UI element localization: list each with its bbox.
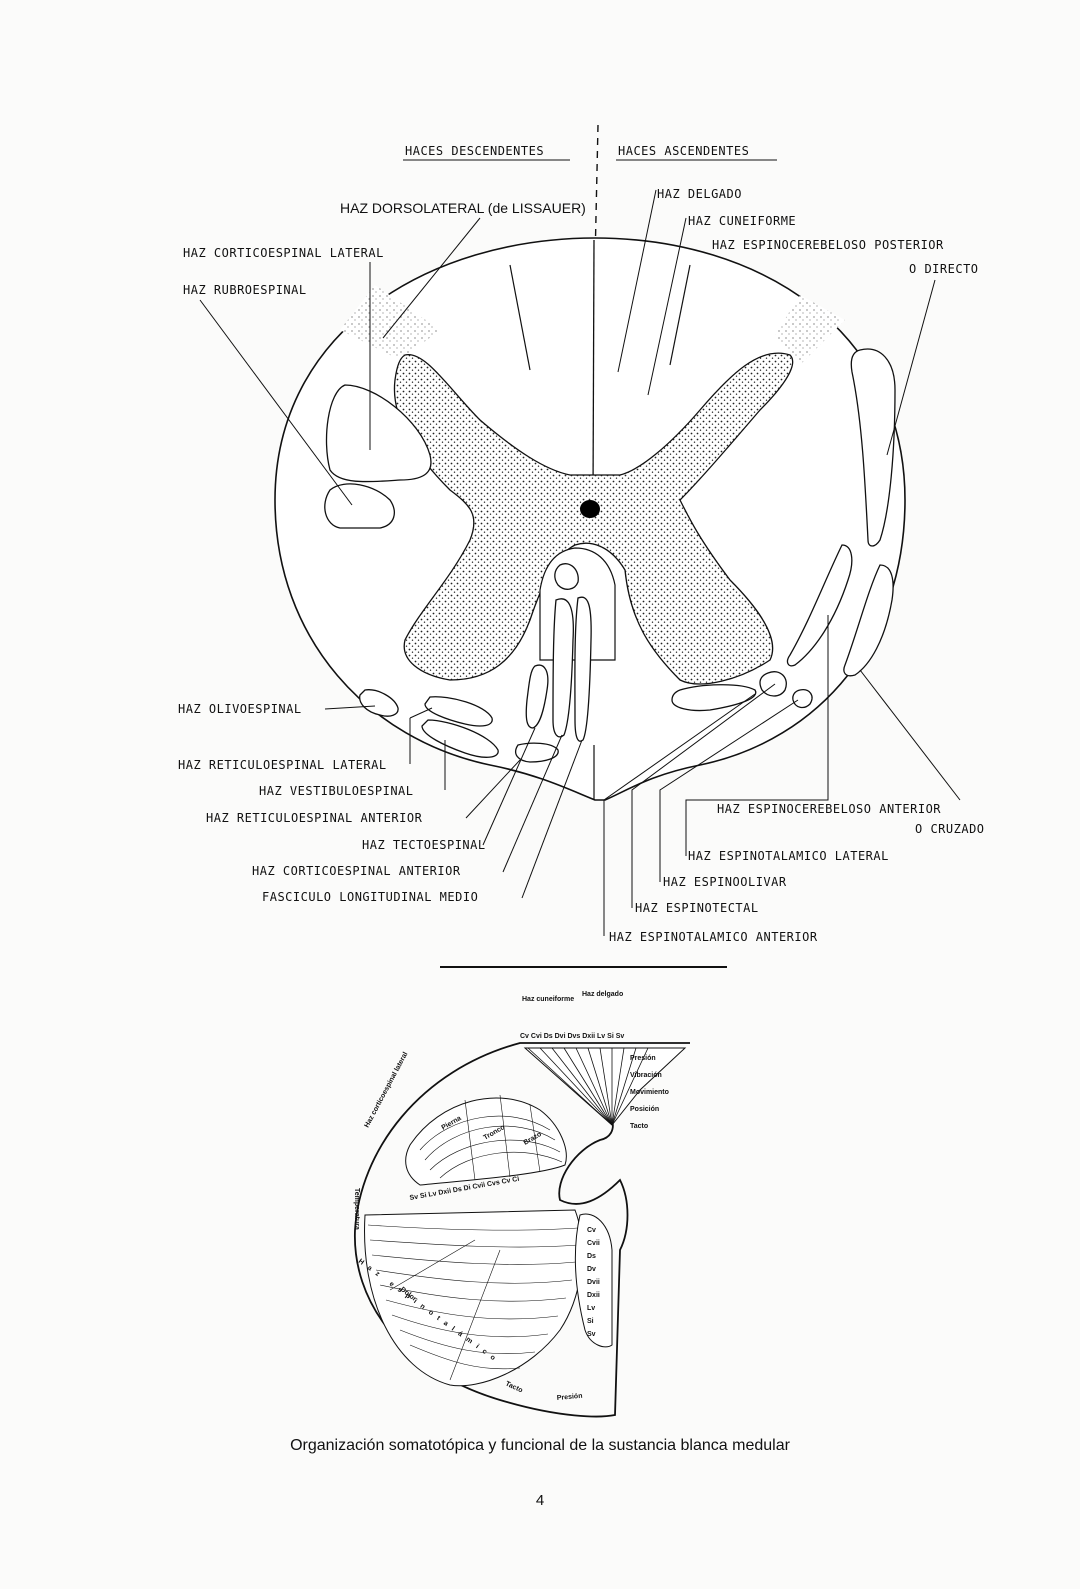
label-corticoespinal-lateral: HAZ CORTICOESPINAL LATERAL (183, 246, 384, 260)
tract-olivoespinal (359, 689, 399, 717)
lower-haz-delgado: Haz delgado (582, 991, 623, 998)
label-olivoespinal: HAZ OLIVOESPINAL (178, 702, 302, 716)
tract-vestibuloespinal (421, 719, 499, 758)
label-espinotalamico-anterior: HAZ ESPINOTALAMICO ANTERIOR (609, 930, 818, 944)
tract-espinotectal (792, 689, 813, 709)
lissauer-right (775, 295, 845, 365)
anterior-seg-0: Cv (587, 1227, 596, 1234)
modality-presion: Presión (630, 1055, 656, 1062)
lower-presion: Presión (557, 1393, 583, 1402)
label-espinocerebeloso-anterior-2: O CRUZADO (915, 822, 985, 836)
tract-corticoespinal-lateral (325, 384, 432, 483)
anterior-seg-2: Ds (587, 1253, 596, 1260)
lower-temperatura: Temperatura (353, 1188, 360, 1230)
anterior-seg-8: Sv (587, 1331, 596, 1338)
tract-espinocerebeloso-posterior (850, 348, 896, 547)
anterior-seg-1: Cvii (587, 1240, 600, 1247)
tract-longitudinal-medio (574, 596, 592, 742)
figure-caption: Organización somatotópica y funcional de… (290, 1437, 790, 1454)
tract-espinocerebeloso-anterior (843, 564, 894, 677)
label-reticuloespinal-lateral: HAZ RETICULOESPINAL LATERAL (178, 758, 387, 772)
label-espinocerebeloso-posterior-2: O DIRECTO (909, 262, 979, 276)
modality-movimiento: Movimiento (630, 1089, 669, 1096)
header-ascendentes: HACES ASCENDENTES (618, 144, 749, 158)
lower-segments-top: Cv Cvi Ds Dvi Dvs Dxii Lv Si Sv (520, 1033, 624, 1040)
posterior-median-septum (592, 239, 595, 499)
label-corticoespinal-anterior: HAZ CORTICOESPINAL ANTERIOR (252, 864, 461, 878)
anterior-seg-5: Dxii (587, 1292, 600, 1299)
tract-espinotalamico-anterior (671, 684, 757, 712)
label-espinocerebeloso-anterior-1: HAZ ESPINOCEREBELOSO ANTERIOR (717, 802, 941, 816)
lower-haz-cuneiforme: Haz cuneiforme (522, 996, 574, 1003)
label-tectoespinal: HAZ TECTOESPINAL (362, 838, 486, 852)
tract-espinotalamico-lateral (786, 544, 853, 667)
tract-corticoespinal-anterior (552, 598, 574, 738)
modality-tacto: Tacto (630, 1123, 648, 1130)
label-reticuloespinal-anterior: HAZ RETICULOESPINAL ANTERIOR (206, 811, 423, 825)
anterior-seg-3: Dv (587, 1266, 596, 1273)
page-number: 4 (535, 1492, 545, 1509)
label-dorsolateral: HAZ DORSOLATERAL (de LISSAUER) (340, 200, 586, 216)
gray-matter (393, 352, 794, 685)
anterior-seg-4: Dvii (587, 1279, 600, 1286)
tract-rubroespinal (324, 483, 395, 529)
tract-tectoespinal (525, 664, 549, 729)
lower-corticoespinal: Haz corticoespinal lateral (364, 1051, 410, 1129)
label-rubroespinal: HAZ RUBROESPINAL (183, 283, 307, 297)
label-longitudinal-medio: FASCICULO LONGITUDINAL MEDIO (262, 890, 478, 904)
central-canal (580, 500, 600, 518)
label-espinoolivar: HAZ ESPINOOLIVAR (663, 875, 787, 889)
anterior-seg-6: Lv (587, 1305, 595, 1312)
anterior-seg-7: Si (587, 1318, 594, 1325)
lower-tacto: Tacto (504, 1380, 523, 1394)
header-descendentes: HACES DESCENDENTES (405, 144, 544, 158)
label-espinotectal: HAZ ESPINOTECTAL (635, 901, 759, 915)
lissauer-left (340, 285, 440, 360)
label-espinocerebeloso-posterior-1: HAZ ESPINOCEREBELOSO POSTERIOR (712, 238, 944, 252)
somatotopic-diagram: Haz cuneiforme Haz delgado Cv Cvi Ds Dvi… (353, 991, 690, 1418)
modality-posicion: Posición (630, 1106, 659, 1113)
tract-reticuloespinal-lateral (424, 696, 493, 727)
label-vestibuloespinal: HAZ VESTIBULOESPINAL (259, 784, 414, 798)
label-delgado: HAZ DELGADO (657, 187, 742, 201)
label-espinotalamico-lateral: HAZ ESPINOTALAMICO LATERAL (688, 849, 889, 863)
modality-vibracion: Vibración (630, 1072, 662, 1079)
label-cuneiforme: HAZ CUNEIFORME (688, 214, 796, 228)
